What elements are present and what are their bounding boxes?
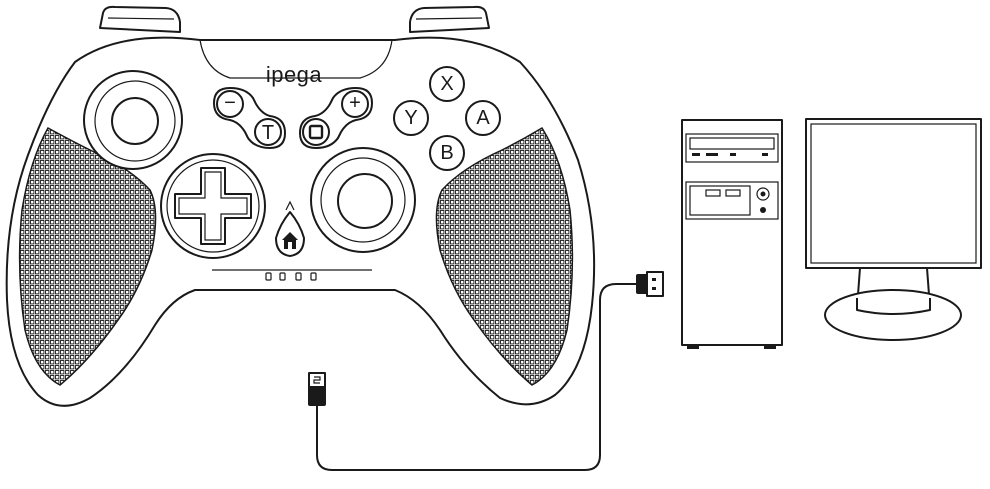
pc-tower-icon [681,119,783,349]
x-button-label: X [440,73,453,95]
left-analog-stick[interactable] [83,70,183,170]
capture-button[interactable] [302,118,330,146]
plus-button[interactable]: + [341,90,369,118]
d-pad[interactable] [160,153,266,259]
a-button-label: A [476,107,490,129]
plus-button-label: + [349,92,361,114]
a-button[interactable]: A [465,100,501,136]
monitor-icon [805,118,982,341]
usb-cable [308,271,664,471]
home-button[interactable] [275,211,305,257]
usb-a-plug-icon [636,271,664,297]
ipega-logo: ipega [266,62,323,87]
x-button[interactable]: X [429,66,465,102]
minus-button[interactable]: − [216,90,244,118]
y-button-label: Y [404,107,417,129]
turbo-button-label: T [262,122,274,144]
turbo-button[interactable]: T [254,118,282,146]
minus-button-label: − [224,92,236,114]
y-button[interactable]: Y [393,100,429,136]
player-led-indicators [265,272,317,281]
gamepad: − T + ipega X Y A [5,5,596,407]
right-grip-texture [435,126,574,386]
right-shoulder-bumper[interactable] [409,5,490,33]
left-shoulder-bumper[interactable] [99,5,181,33]
usb-c-plug-icon [308,372,326,406]
b-button-label: B [440,142,453,164]
right-analog-stick[interactable] [310,147,416,253]
b-button[interactable]: B [429,135,465,171]
